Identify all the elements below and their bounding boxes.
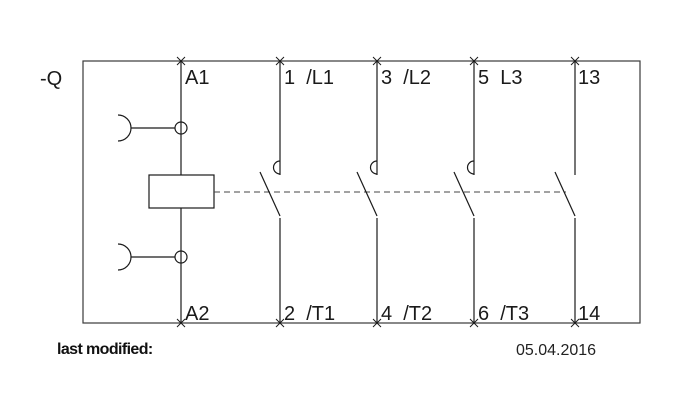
terminal-cross-icon (372, 318, 382, 328)
contact-label-top: 1 /L1 (284, 67, 334, 89)
terminal-cross-icon (275, 318, 285, 328)
terminal-cross-icon (372, 56, 382, 66)
cross-stroke (469, 318, 479, 328)
contacts (259, 61, 576, 323)
cross-stroke (570, 56, 580, 66)
terminal-marks (176, 56, 580, 328)
contact-blade (259, 171, 281, 217)
arc-chamber-icon (369, 160, 378, 175)
contact-label-bottom: 4 /T2 (381, 303, 432, 325)
terminal-cross-icon (570, 56, 580, 66)
last-modified-label: last modified: (57, 341, 153, 358)
coil-circuit: A1 A2 (117, 61, 215, 325)
coil-terminal-a2: A2 (185, 303, 209, 325)
coil-symbol (148, 174, 215, 209)
terminal-socket-a2 (117, 243, 188, 271)
terminal-cross-icon (469, 56, 479, 66)
cross-stroke (275, 318, 285, 328)
contact-label-bottom: 2 /T1 (284, 303, 335, 325)
terminal-cross-icon (469, 318, 479, 328)
contact-main-3 (453, 61, 475, 323)
contact-label-top: 5 L3 (478, 67, 522, 89)
terminal-cross-icon (570, 318, 580, 328)
contact-main-2 (356, 61, 378, 323)
contact-label-bottom: 6 /T3 (478, 303, 529, 325)
contact-blade (356, 171, 378, 217)
cross-stroke (275, 56, 285, 66)
contact-label-top: 13 (578, 67, 600, 89)
socket-arc-icon (117, 114, 132, 142)
contact-label-top: 3 /L2 (381, 67, 431, 89)
contact-blade (554, 171, 576, 217)
cross-stroke (372, 56, 382, 66)
arc-chamber-icon (466, 160, 475, 175)
cross-stroke (372, 318, 382, 328)
coil-terminal-a1: A1 (185, 67, 209, 89)
contact-main-1 (259, 61, 281, 323)
terminal-cross-icon (275, 56, 285, 66)
cross-stroke (570, 318, 580, 328)
terminal-cross-icon (176, 318, 186, 328)
last-modified-date: 05.04.2016 (516, 342, 597, 359)
socket-arc-icon (117, 243, 132, 271)
contact-blade (453, 171, 475, 217)
contact-aux-1 (554, 61, 576, 323)
terminal-socket-a1 (117, 114, 188, 142)
cross-stroke (176, 56, 186, 66)
device-frame (82, 60, 641, 324)
device-designation: -Q (40, 68, 62, 90)
contact-label-bottom: 14 (578, 303, 600, 325)
cross-stroke (176, 318, 186, 328)
cross-stroke (469, 56, 479, 66)
terminal-cross-icon (176, 56, 186, 66)
arc-chamber-icon (272, 160, 281, 175)
